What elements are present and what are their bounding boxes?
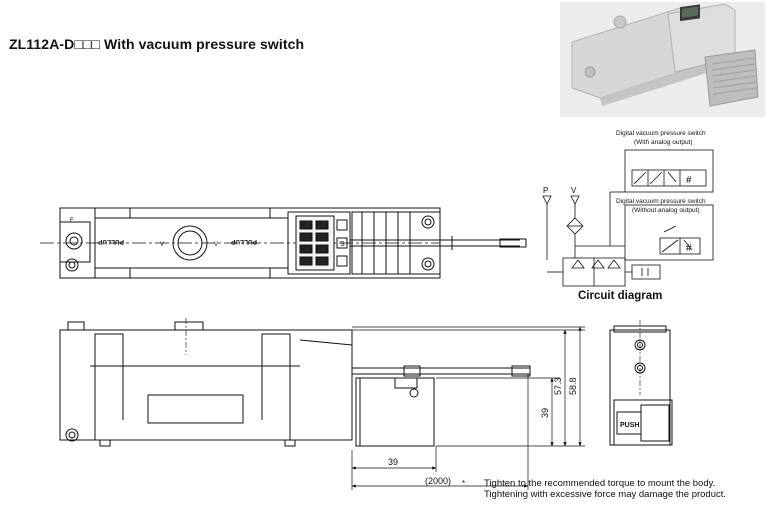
dim-57-3: 57.3 [553, 377, 563, 395]
dim-2000: (2000) [425, 476, 451, 486]
note-bullet: * [462, 479, 466, 488]
switch-analog-title: Digital vacuum pressure switch [616, 130, 706, 137]
mark-e: E [70, 218, 74, 224]
port-p: P [543, 186, 548, 195]
page-title: ZL112A-D□□□ With vacuum pressure switch [9, 36, 305, 52]
note-line-2: Tightening with excessive force may dama… [484, 489, 727, 500]
product-photo [560, 2, 765, 117]
top-view [40, 207, 527, 279]
pullup-label-right: PULLUP [230, 238, 257, 245]
hash-mark-1: # [686, 175, 692, 186]
top-view-labels: PULLUP PULLUP E V V S [70, 218, 345, 248]
push-label: PUSH [620, 422, 639, 429]
pullup-label-left: PULLUP [97, 238, 124, 245]
dimension-lines [351, 326, 585, 490]
switch-analog-sub: (With analog output) [634, 139, 693, 146]
switch-no-analog-title: Digital vacuum pressure switch [616, 198, 706, 205]
circuit-labels: P V Digital vacuum pressure switch (With… [543, 130, 706, 302]
mark-v2: V [214, 242, 218, 248]
dim-58-8: 58.8 [568, 377, 578, 395]
circuit-diagram [542, 149, 714, 287]
mark-v1: V [160, 242, 164, 248]
hash-mark-2: # [686, 243, 692, 254]
switch-no-analog-sub: (Without analog output) [632, 207, 700, 214]
torque-note: * Tighten to the recommended torque to m… [462, 478, 762, 500]
dim-39-vertical: 39 [540, 408, 550, 418]
end-view [609, 320, 673, 446]
side-view [59, 318, 531, 447]
dimension-texts: 39 (2000) 39 57.3 58.8 [388, 377, 578, 486]
circuit-caption: Circuit diagram [578, 290, 662, 302]
switch-mark: S [340, 241, 345, 248]
port-v: V [571, 186, 577, 195]
dim-39-horizontal: 39 [388, 457, 398, 467]
note-line-1: Tighten to the recommended torque to mou… [484, 478, 716, 489]
